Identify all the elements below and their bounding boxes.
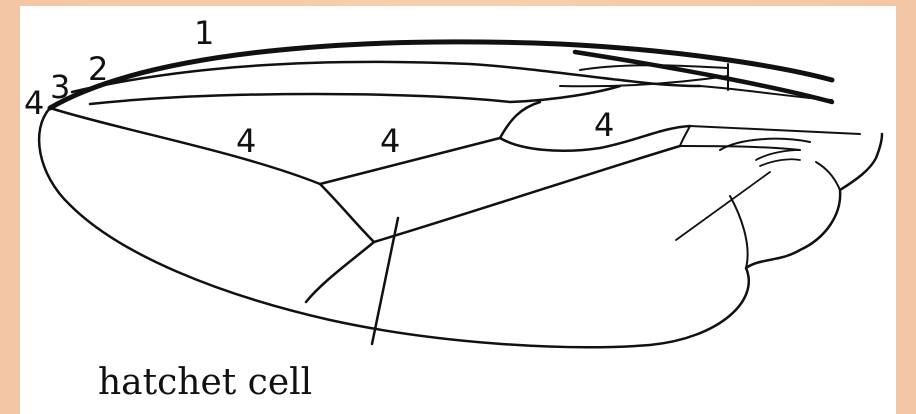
label-vein-4-tip: 4 [24, 84, 44, 122]
apical-cell-inner-2 [760, 159, 800, 166]
vein-4-main [50, 108, 320, 184]
cell-rising-vein [500, 102, 540, 138]
cross-vein-4 [680, 126, 690, 146]
discal-cross-vein [320, 184, 374, 242]
label-vein-4-a: 4 [236, 122, 256, 160]
label-vein-3: 3 [50, 68, 70, 106]
label-vein-2: 2 [88, 50, 108, 88]
subcosta-tip-vein [575, 52, 832, 102]
cell-upper-vein [320, 138, 500, 184]
hatchet-cell-caption: hatchet cell [98, 362, 312, 403]
fold-line [676, 172, 770, 240]
label-vein-4-b: 4 [380, 122, 400, 160]
label-vein-4-c: 4 [594, 106, 614, 144]
vein-branch-b [580, 65, 728, 70]
wing-outline [39, 108, 882, 347]
hatchet-cell-leader [372, 218, 398, 344]
discal-lower-vein [374, 146, 680, 242]
wing-lobe [730, 196, 748, 268]
anal-vein [306, 242, 374, 302]
vein-4-end [690, 126, 860, 134]
vein-branch-a [560, 76, 728, 86]
label-vein-1: 1 [194, 14, 214, 52]
wing-lobe-2 [816, 162, 840, 190]
apical-cell-vein [680, 146, 800, 150]
